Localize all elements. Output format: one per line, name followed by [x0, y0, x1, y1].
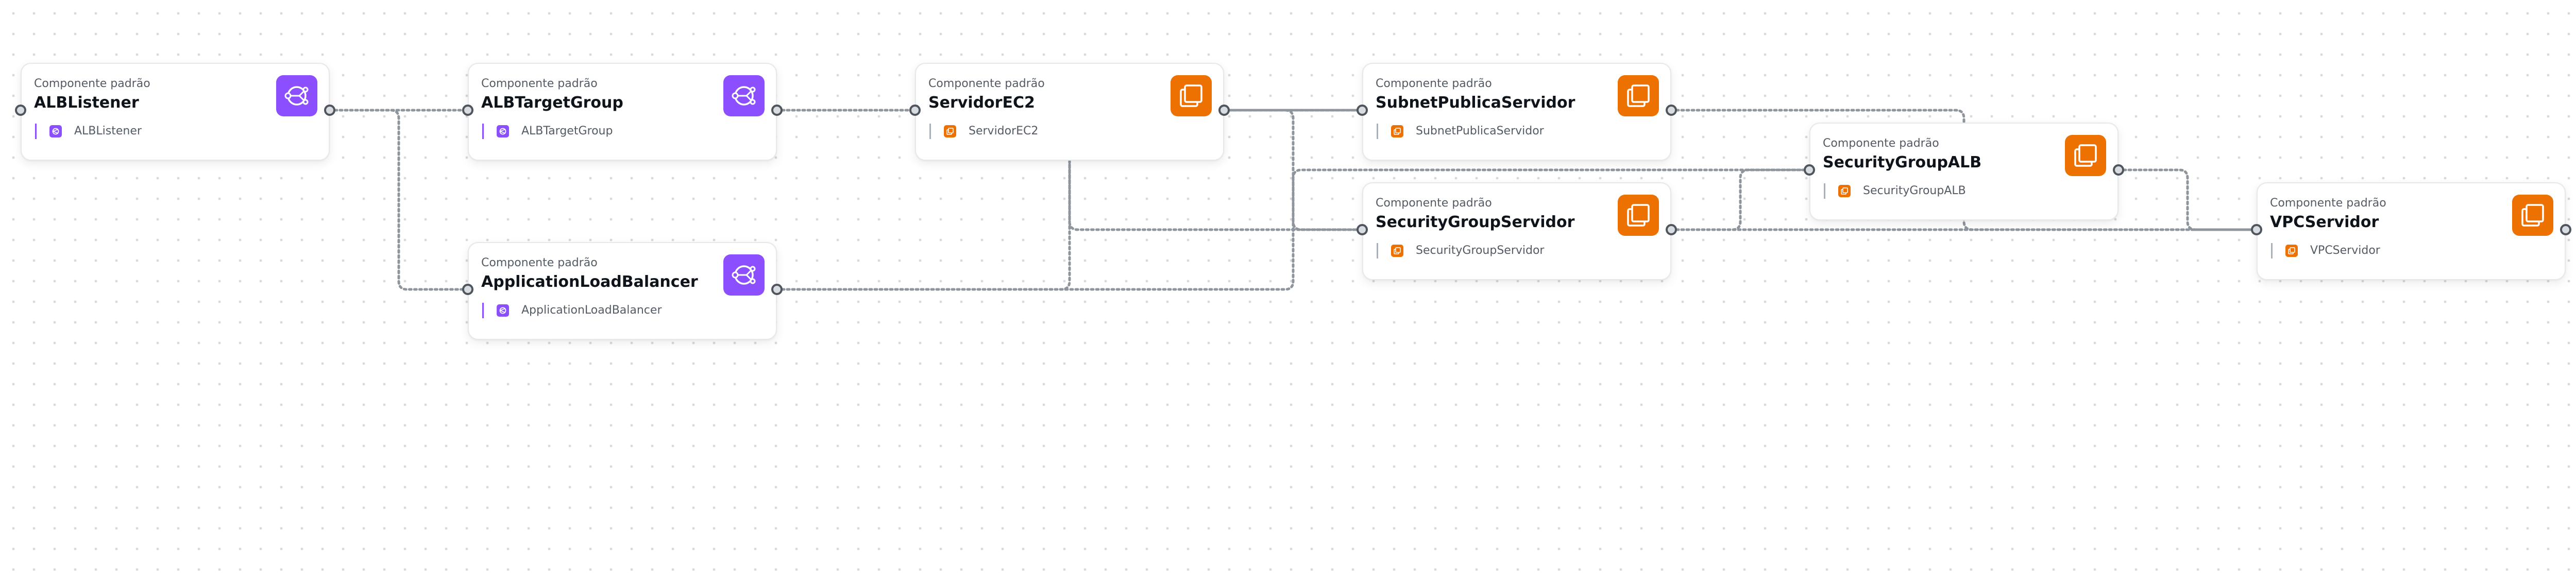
node-kind-label: Componente padrão — [928, 77, 1045, 90]
connector-port-out[interactable] — [2560, 224, 2571, 235]
node-alb-target-group[interactable]: Componente padrão ALBTargetGroup ALBTarg… — [468, 63, 777, 161]
load-balancer-mini-icon — [497, 304, 509, 317]
edge-alb-listener-to-application-load-balancer[interactable] — [328, 109, 469, 291]
load-balancer-icon — [723, 254, 765, 296]
connector-port-out[interactable] — [1666, 105, 1677, 116]
node-vpc-servidor[interactable]: Componente padrão VPCServidor VPCServido… — [2257, 182, 2566, 280]
connector-port-out[interactable] — [1666, 224, 1677, 235]
connector-port-in[interactable] — [1357, 105, 1368, 116]
connector-port-in[interactable] — [462, 284, 473, 295]
node-kind-label: Componente padrão — [1376, 197, 1492, 210]
connector-port-in[interactable] — [462, 105, 473, 116]
edge-security-group-alb-to-vpc-servidor[interactable] — [2117, 168, 2258, 231]
ec2-instance-icon — [1171, 75, 1212, 116]
ec2-instance-icon — [1618, 75, 1659, 116]
connector-port-out[interactable] — [1218, 105, 1230, 116]
ec2-instance-mini-icon — [1391, 125, 1403, 137]
ec2-instance-icon — [2065, 135, 2106, 176]
meta-divider — [482, 124, 484, 139]
connector-port-in[interactable] — [15, 105, 26, 116]
node-alb-listener[interactable]: Componente padrão ALBListener ALBListene… — [21, 63, 330, 161]
node-title: SecurityGroupServidor — [1376, 213, 1575, 231]
edge-security-group-servidor-to-security-group-alb[interactable] — [1670, 168, 1811, 231]
node-security-group-alb[interactable]: Componente padrão SecurityGroupALB Secur… — [1809, 123, 2119, 220]
node-title: SecurityGroupALB — [1823, 153, 1982, 171]
node-servidor-ec2[interactable]: Componente padrão ServidorEC2 ServidorEC… — [915, 63, 1224, 161]
ec2-instance-mini-icon — [2285, 245, 2298, 257]
node-kind-label: Componente padrão — [34, 77, 150, 90]
node-title: ServidorEC2 — [928, 94, 1035, 112]
node-kind-label: Componente padrão — [2270, 197, 2386, 210]
connector-port-in[interactable] — [909, 105, 921, 116]
meta-divider — [482, 303, 484, 318]
node-kind-label: Componente padrão — [1823, 137, 1939, 150]
node-type-label: ServidorEC2 — [969, 125, 1039, 137]
meta-divider — [2271, 243, 2273, 258]
meta-divider — [35, 124, 37, 139]
ec2-instance-mini-icon — [1391, 245, 1403, 257]
meta-divider — [1824, 183, 1825, 199]
ec2-instance-icon — [2512, 195, 2553, 236]
node-title: VPCServidor — [2270, 213, 2379, 231]
ec2-instance-mini-icon — [1838, 185, 1851, 197]
ec2-instance-icon — [1618, 195, 1659, 236]
node-subnet-publica-servidor[interactable]: Componente padrão SubnetPublicaServidor … — [1362, 63, 1671, 161]
node-type-label: SecurityGroupALB — [1863, 184, 1966, 197]
edge-application-load-balancer-to-security-group-alb[interactable] — [775, 168, 1811, 291]
ec2-instance-mini-icon — [944, 125, 956, 137]
node-type-label: ALBListener — [74, 125, 142, 137]
node-application-load-balancer[interactable]: Componente padrão ApplicationLoadBalance… — [468, 242, 777, 340]
node-type-label: ALBTargetGroup — [521, 125, 613, 137]
connector-port-in[interactable] — [2251, 224, 2262, 235]
meta-divider — [929, 124, 931, 139]
node-type-label: SubnetPublicaServidor — [1416, 125, 1544, 137]
load-balancer-icon — [723, 75, 765, 116]
node-kind-label: Componente padrão — [1376, 77, 1492, 90]
node-security-group-servidor[interactable]: Componente padrão SecurityGroupServidor … — [1362, 182, 1671, 280]
connector-port-out[interactable] — [324, 105, 335, 116]
node-title: ALBListener — [34, 94, 139, 112]
load-balancer-icon — [276, 75, 317, 116]
node-kind-label: Componente padrão — [481, 256, 598, 269]
meta-divider — [1377, 124, 1378, 139]
connector-port-out[interactable] — [2113, 164, 2124, 176]
load-balancer-mini-icon — [497, 125, 509, 137]
node-title: ALBTargetGroup — [481, 94, 623, 112]
node-kind-label: Componente padrão — [481, 77, 598, 90]
connector-port-in[interactable] — [1357, 224, 1368, 235]
node-type-label: ApplicationLoadBalancer — [521, 304, 662, 317]
connector-port-out[interactable] — [771, 105, 783, 116]
node-title: ApplicationLoadBalancer — [481, 273, 698, 291]
node-type-label: SecurityGroupServidor — [1416, 244, 1545, 257]
connector-port-out[interactable] — [771, 284, 783, 295]
node-title: SubnetPublicaServidor — [1376, 94, 1575, 112]
load-balancer-mini-icon — [49, 125, 62, 137]
meta-divider — [1377, 243, 1378, 258]
node-type-label: VPCServidor — [2310, 244, 2380, 257]
connector-port-in[interactable] — [1804, 164, 1815, 176]
